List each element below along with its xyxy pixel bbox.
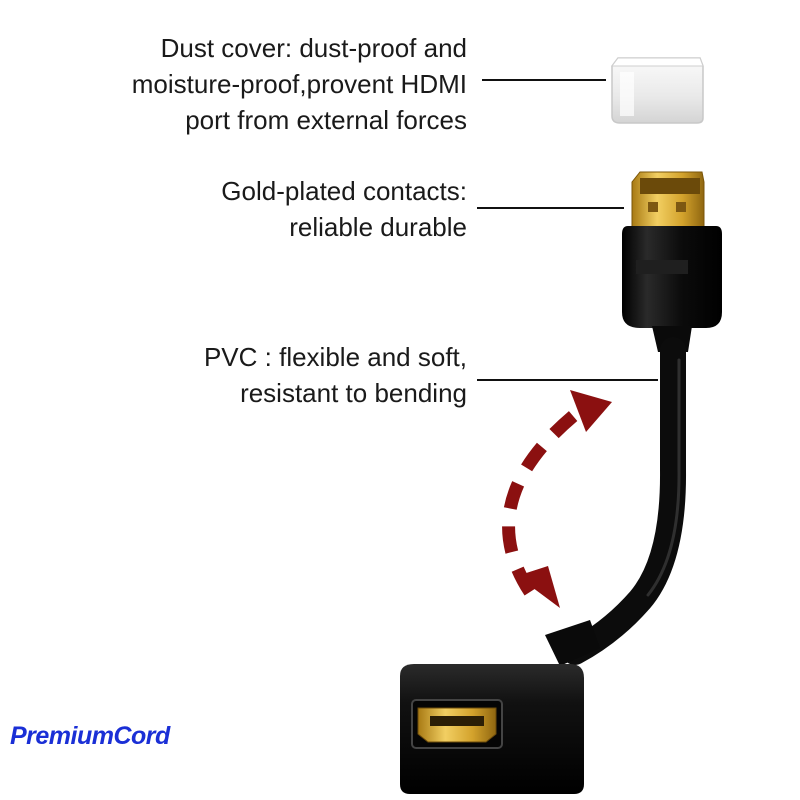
contacts-callout-line-2: reliable durable xyxy=(289,212,467,242)
dust-cover-image xyxy=(611,57,704,124)
dust-cover-callout-line-1: Dust cover: dust-proof and xyxy=(160,33,467,63)
cable-image xyxy=(562,337,687,665)
bending-arrow-icon xyxy=(502,390,612,608)
hdmi-female-connector-image xyxy=(400,620,600,794)
dust-cover-callout-line-2: moisture-proof,provent HDMI xyxy=(131,69,467,99)
pvc-callout-line-2: resistant to bending xyxy=(240,378,467,408)
dust-cover-callout: Dust cover: dust-proof and moisture-proo… xyxy=(132,30,467,138)
contacts-callout-line-1: Gold-plated contacts: xyxy=(221,176,467,206)
pvc-callout: PVC : flexible and soft, resistant to be… xyxy=(204,339,467,411)
hdmi-male-plug-image xyxy=(622,171,722,352)
pvc-callout-line-1: PVC : flexible and soft, xyxy=(203,342,467,372)
dust-cover-callout-line-3: port from external forces xyxy=(185,105,467,135)
brand-logo: PremiumCord xyxy=(10,722,170,750)
contacts-callout: Gold-plated contacts: reliable durable xyxy=(221,173,467,245)
